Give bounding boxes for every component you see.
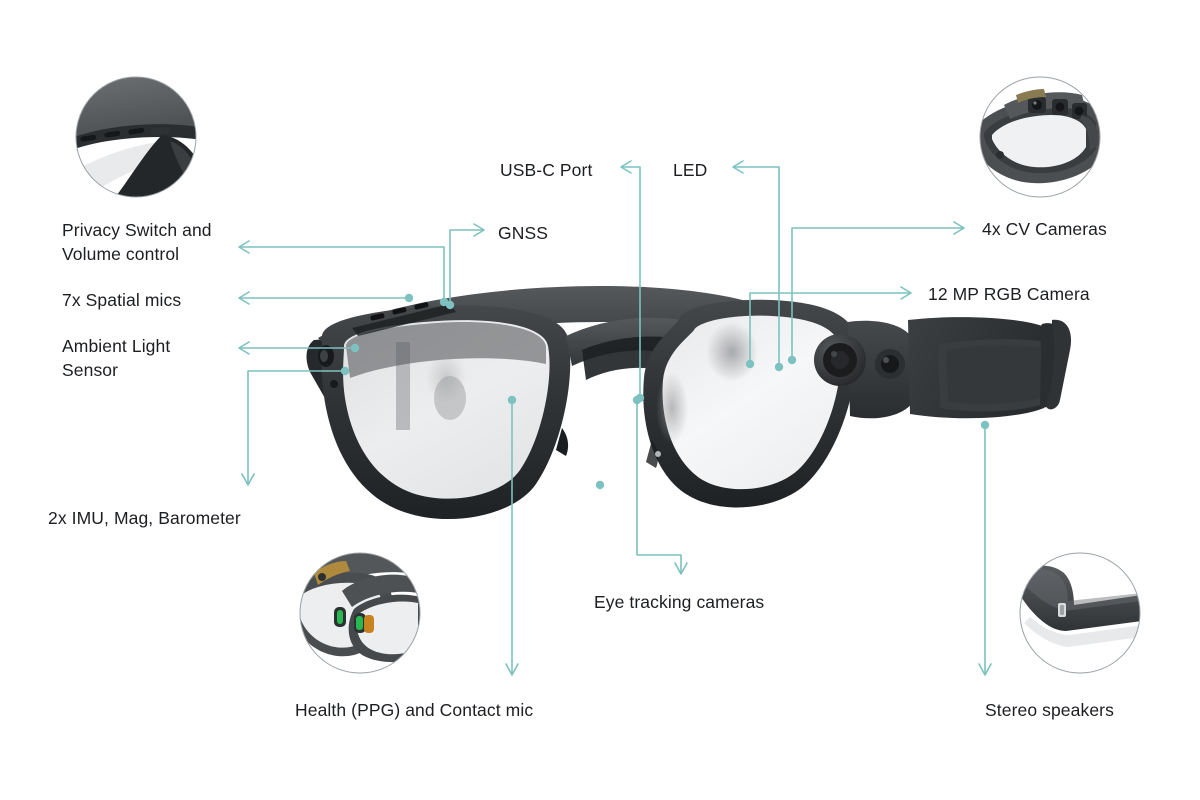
label-ambient-light: Ambient Light Sensor [62, 336, 171, 380]
label-usb-c-port: USB-C Port [500, 160, 593, 180]
label-spatial-mics: 7x Spatial mics [62, 290, 182, 310]
label-health-ppg: Health (PPG) and Contact mic [295, 700, 534, 720]
callout-imu [241, 366, 350, 486]
health-ppg-inset [299, 552, 421, 674]
callout-gnss [445, 223, 485, 310]
callout-ambient-light [238, 341, 360, 355]
callout-eye-tracking [632, 395, 688, 575]
callout-privacy-switch [238, 240, 449, 307]
label-stereo-speakers: Stereo speakers [985, 700, 1114, 720]
label-rgb-camera: 12 MP RGB Camera [928, 284, 1090, 304]
label-imu-mag-barometer: 2x IMU, Mag, Barometer [48, 508, 241, 528]
cv-cameras-inset [979, 76, 1101, 198]
callout-spatial-mics [238, 291, 414, 305]
privacy-switch-inset [75, 76, 197, 198]
stereo-speakers-inset [1019, 552, 1141, 674]
callout-stereo-speakers [978, 420, 992, 676]
label-gnss: GNSS [498, 223, 548, 243]
callout-led [732, 160, 784, 372]
label-eye-tracking: Eye tracking cameras [594, 592, 765, 612]
callout-rgb-camera [745, 286, 912, 369]
label-led: LED [673, 160, 708, 180]
callout-health-ppg [505, 395, 519, 676]
callout-dot-lens-lower [595, 480, 605, 490]
product-illustration [306, 286, 1072, 520]
label-privacy-switch: Privacy Switch and Volume control [62, 220, 212, 264]
callout-usb-c [620, 160, 645, 403]
label-cv-cameras: 4x CV Cameras [982, 219, 1107, 239]
callout-cv-cameras [787, 221, 965, 365]
